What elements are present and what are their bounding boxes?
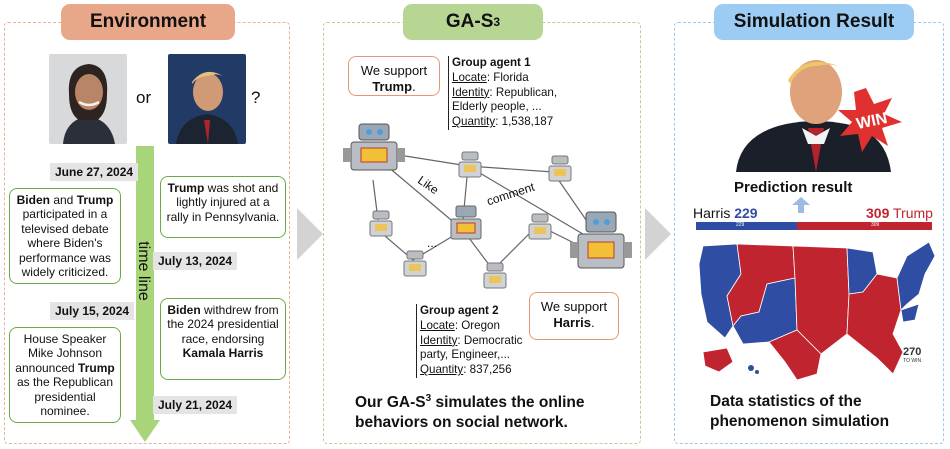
- event-bubble-4: Biden withdrew from the 2024 presidentia…: [160, 298, 286, 380]
- flow-arrow-2: [645, 208, 671, 260]
- trump-votes-label: 309 Trump: [866, 205, 933, 221]
- robot-small-1: [458, 151, 482, 178]
- bar-small-harris: 229: [736, 222, 745, 228]
- win-badge: WIN: [855, 110, 889, 133]
- or-label: or: [136, 88, 152, 107]
- map-270-mark: 270 TO WIN: [903, 346, 922, 364]
- electoral-bar: 229 309: [696, 222, 932, 230]
- us-electoral-map: [698, 241, 936, 381]
- event-date-2: July 13, 2024: [153, 252, 238, 270]
- event-bubble-3: House Speaker Mike Johnson announced Tru…: [9, 327, 121, 423]
- robot-small-5: [403, 250, 427, 277]
- agent2-info: Group agent 2 Locate: Oregon Identity: D…: [416, 304, 526, 379]
- result-caption: Data statistics of the phenomenon simula…: [710, 393, 890, 431]
- trump-portrait: [168, 54, 246, 144]
- event-date-1: June 27, 2024: [50, 163, 139, 181]
- up-arrow-icon: [792, 197, 810, 213]
- event-date-4: July 21, 2024: [153, 396, 238, 414]
- question-mark: ?: [251, 88, 261, 107]
- agent2-speech-bubble: We support Harris.: [529, 292, 619, 340]
- event-date-3: July 15, 2024: [50, 302, 135, 320]
- robot-agent-1: [343, 123, 405, 171]
- agent1-speech-bubble: We support Trump.: [348, 56, 440, 96]
- prediction-result-label: Prediction result: [734, 179, 853, 196]
- robot-medium-center: [450, 205, 482, 240]
- trump-win-image: WIN: [736, 60, 902, 172]
- harris-votes-label: Harris 229: [693, 205, 758, 221]
- timeline-label: time line: [135, 241, 152, 301]
- robot-small-6: [483, 262, 507, 289]
- agent1-info: Group agent 1 Locate: Florida Identity: …: [448, 56, 573, 131]
- harris-portrait: [49, 54, 127, 144]
- robot-agent-2: [570, 211, 632, 269]
- event-bubble-1: Biden and Trump participated in a televi…: [9, 188, 121, 284]
- flow-arrow-1: [297, 208, 323, 260]
- edge-ellipsis: ...: [427, 236, 438, 250]
- gas-caption: Our GA-S3 simulates the online behaviors…: [355, 393, 585, 432]
- event-bubble-2: Trump was shot and lightly injured at a …: [160, 176, 286, 238]
- simulation-result-title: Simulation Result: [714, 4, 914, 40]
- trump-bar-segment: [797, 222, 932, 230]
- environment-title: Environment: [61, 4, 235, 40]
- timeline-arrow: [130, 146, 160, 442]
- robot-small-2: [548, 155, 572, 182]
- bar-small-trump: 309: [871, 222, 880, 228]
- harris-bar-segment: [696, 222, 797, 230]
- robot-small-3: [369, 210, 393, 237]
- robot-small-4: [528, 213, 552, 240]
